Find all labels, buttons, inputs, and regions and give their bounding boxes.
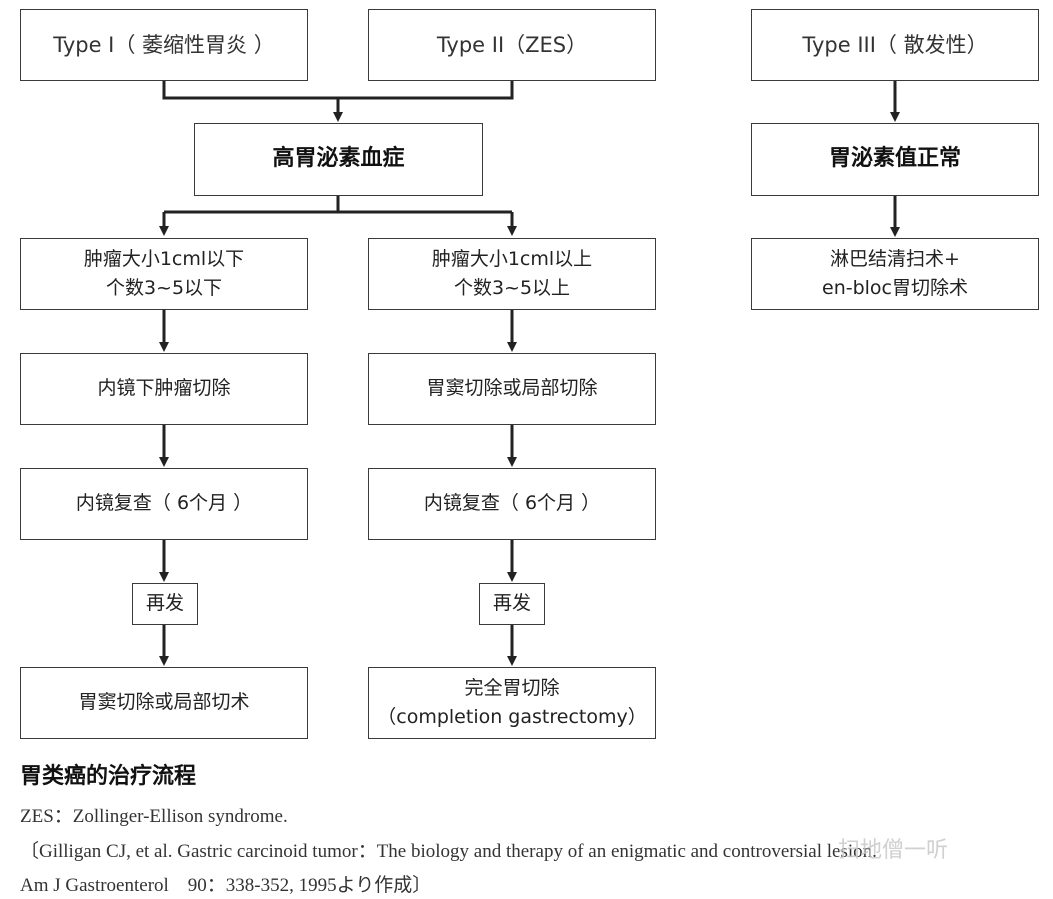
hypergastrinemia-label: 高胃泌素血症 (272, 146, 405, 172)
split-connector (164, 195, 512, 214)
type3-treatment-box: 淋巴结清扫术+ en-bloc胃切除术 (751, 238, 1039, 310)
right-followup-box: 内镜复查（ 6个月 ） (368, 468, 656, 540)
type3-treatment-line2: en-bloc胃切除术 (822, 277, 968, 299)
type3-label: Type III（ 散发性） (802, 32, 988, 57)
left-condition-box: 肿瘤大小1cml以下 个数3~5以下 (20, 238, 308, 310)
left-recurrence-box: 再发 (132, 583, 198, 625)
type1-label: Type I（ 萎缩性胃炎 ） (53, 32, 275, 57)
left-condition-line2: 个数3~5以下 (105, 277, 223, 299)
left-recurrence-label: 再发 (145, 592, 184, 615)
type3-box: Type III（ 散发性） (751, 9, 1039, 81)
right-final-line1: 完全胃切除 (464, 676, 560, 699)
type1-box: Type I（ 萎缩性胃炎 ） (20, 9, 308, 81)
type3-treatment-line1: 淋巴结清扫术+ (830, 247, 960, 270)
right-condition-box: 肿瘤大小1cml以上 个数3~5以上 (368, 238, 656, 310)
normal-gastrin-box: 胃泌素值正常 (751, 123, 1039, 196)
left-followup-label: 内镜复查（ 6个月 ） (75, 492, 253, 515)
left-condition-line1: 肿瘤大小1cml以下 (83, 247, 245, 270)
right-condition-line1: 肿瘤大小1cml以上 (431, 247, 593, 270)
right-final-line2: （completion gastrectomy） (377, 706, 647, 728)
merge-connector (162, 80, 514, 100)
right-recurrence-box: 再发 (479, 583, 545, 625)
watermark: 扫地僧一听 (838, 838, 949, 863)
caption-reference: 〔Gilligan CJ, et al. Gastric carcinoid t… (20, 841, 877, 862)
right-followup-label: 内镜复查（ 6个月 ） (423, 492, 601, 515)
hypergastrinemia-box: 高胃泌素血症 (194, 123, 483, 196)
normal-gastrin-label: 胃泌素值正常 (828, 146, 961, 172)
left-followup-box: 内镜复查（ 6个月 ） (20, 468, 308, 540)
right-treatment-box: 胃窦切除或局部切除 (368, 353, 656, 425)
type2-box: Type II（ZES） (368, 9, 656, 81)
figure-title: 胃类癌的治疗流程 (20, 764, 197, 789)
right-treatment-label: 胃窦切除或局部切除 (426, 377, 598, 400)
caption-journal: Am J Gastroenterol 90：338-352, 1995より作成〕 (20, 875, 432, 896)
left-final-label: 胃窦切除或局部切术 (78, 691, 250, 714)
right-recurrence-label: 再发 (492, 592, 531, 615)
left-treatment-box: 内镜下肿瘤切除 (20, 353, 308, 425)
caption-abbreviation: ZES：Zollinger-Ellison syndrome. (20, 806, 288, 827)
type2-label: Type II（ZES） (436, 32, 588, 57)
left-treatment-label: 内镜下肿瘤切除 (97, 377, 231, 400)
right-condition-line2: 个数3~5以上 (453, 277, 571, 299)
left-final-box: 胃窦切除或局部切术 (20, 667, 308, 739)
right-final-box: 完全胃切除 （completion gastrectomy） (368, 667, 656, 739)
